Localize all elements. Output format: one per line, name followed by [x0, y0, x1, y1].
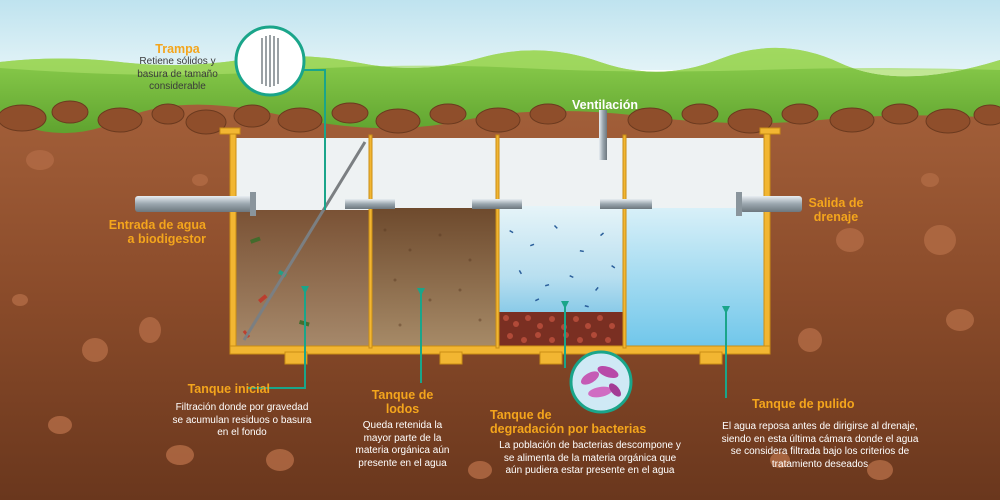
- label-tanque-lodos-title-2: lodos: [385, 402, 420, 416]
- label-tanque-lodos-line-4: presente en el agua: [358, 457, 447, 469]
- label-tanque-bacterias-line-2: se alimenta de la materia orgánica que: [503, 452, 677, 464]
- inlet-pipe: [135, 196, 253, 212]
- label-trampa-title: Trampa: [155, 42, 200, 56]
- label-trampa-line-2: basura de tamaño: [137, 68, 218, 80]
- soil-stones: [12, 150, 974, 480]
- label-trampa-line-1: Retiene sólidos y: [139, 56, 216, 67]
- label-tanque-bacterias-line-3: aún pudiera estar presente en el agua: [505, 465, 675, 476]
- bacteria-zoom-circle: [569, 350, 633, 414]
- label-tanque-inicial-line-3: en el fondo: [217, 427, 267, 438]
- pipe-3: [600, 199, 652, 209]
- label-tanque-pulido-line-3: se considera filtrada bajo los criterios…: [730, 446, 910, 457]
- label-tanque-pulido-line-4: tratamiento deseados: [771, 458, 869, 470]
- topsoil-rocks: [0, 100, 1000, 135]
- label-trampa-line-3: considerable: [149, 81, 206, 92]
- label-tanque-pulido: Tanque de pulido El agua reposa antes de…: [700, 397, 940, 471]
- label-salida: Salida de drenaje: [800, 196, 872, 224]
- label-tanque-bacterias: Tanque de degradación por bacterias La p…: [490, 408, 690, 478]
- label-ventilacion: Ventilación: [572, 98, 638, 112]
- trap-screen: [242, 141, 367, 341]
- bacteria-specks: [509, 225, 616, 308]
- label-salida-line-1: Salida de: [808, 196, 864, 210]
- label-salida-line-2: drenaje: [813, 210, 859, 224]
- sludge-texture: [383, 228, 482, 327]
- pipe-1: [345, 199, 395, 209]
- vent-pipe: [599, 110, 607, 160]
- label-entrada-line-1: Entrada de agua: [108, 218, 206, 232]
- gravel-bed: [503, 315, 615, 343]
- label-tanque-lodos-title-1: Tanque de: [371, 388, 434, 402]
- label-entrada-line-2: a biodigestor: [127, 232, 206, 246]
- label-tanque-inicial-title: Tanque inicial: [187, 382, 270, 396]
- label-tanque-bacterias-title-2: degradación por bacterias: [490, 422, 647, 436]
- label-tanque-bacterias-title-1: Tanque de: [490, 408, 552, 422]
- label-tanque-lodos-line-2: mayor parte de la: [363, 432, 442, 444]
- pipe-2: [472, 199, 522, 209]
- outlet-pipe: [740, 196, 802, 212]
- label-tanque-bacterias-line-1: La población de bacterias descompone y: [499, 440, 681, 451]
- label-entrada: Entrada de agua a biodigestor: [90, 218, 206, 246]
- biodigester-tank: [135, 110, 802, 365]
- label-trampa: Trampa Retiene sólidos y basura de tamañ…: [130, 42, 225, 94]
- label-tanque-lodos: Tanque de lodos Queda retenida la mayor …: [350, 388, 455, 470]
- label-tanque-lodos-line-3: materia orgánica aún: [355, 445, 450, 456]
- label-tanque-inicial-line-1: Filtración donde por gravedad: [175, 402, 309, 413]
- callout-lines: [248, 69, 727, 398]
- label-tanque-inicial-line-2: se acumulan residuos o basura: [172, 414, 312, 426]
- label-tanque-pulido-title: Tanque de pulido: [752, 397, 855, 411]
- label-tanque-pulido-line-2: siendo en esta última cámara donde el ag…: [721, 433, 919, 445]
- label-tanque-lodos-line-1: Queda retenida la: [362, 420, 443, 431]
- label-tanque-inicial: Tanque inicial Filtración donde por grav…: [142, 382, 342, 440]
- label-tanque-pulido-line-1: El agua reposa antes de dirigirse al dre…: [722, 421, 918, 432]
- trap-zoom-circle: [234, 25, 306, 97]
